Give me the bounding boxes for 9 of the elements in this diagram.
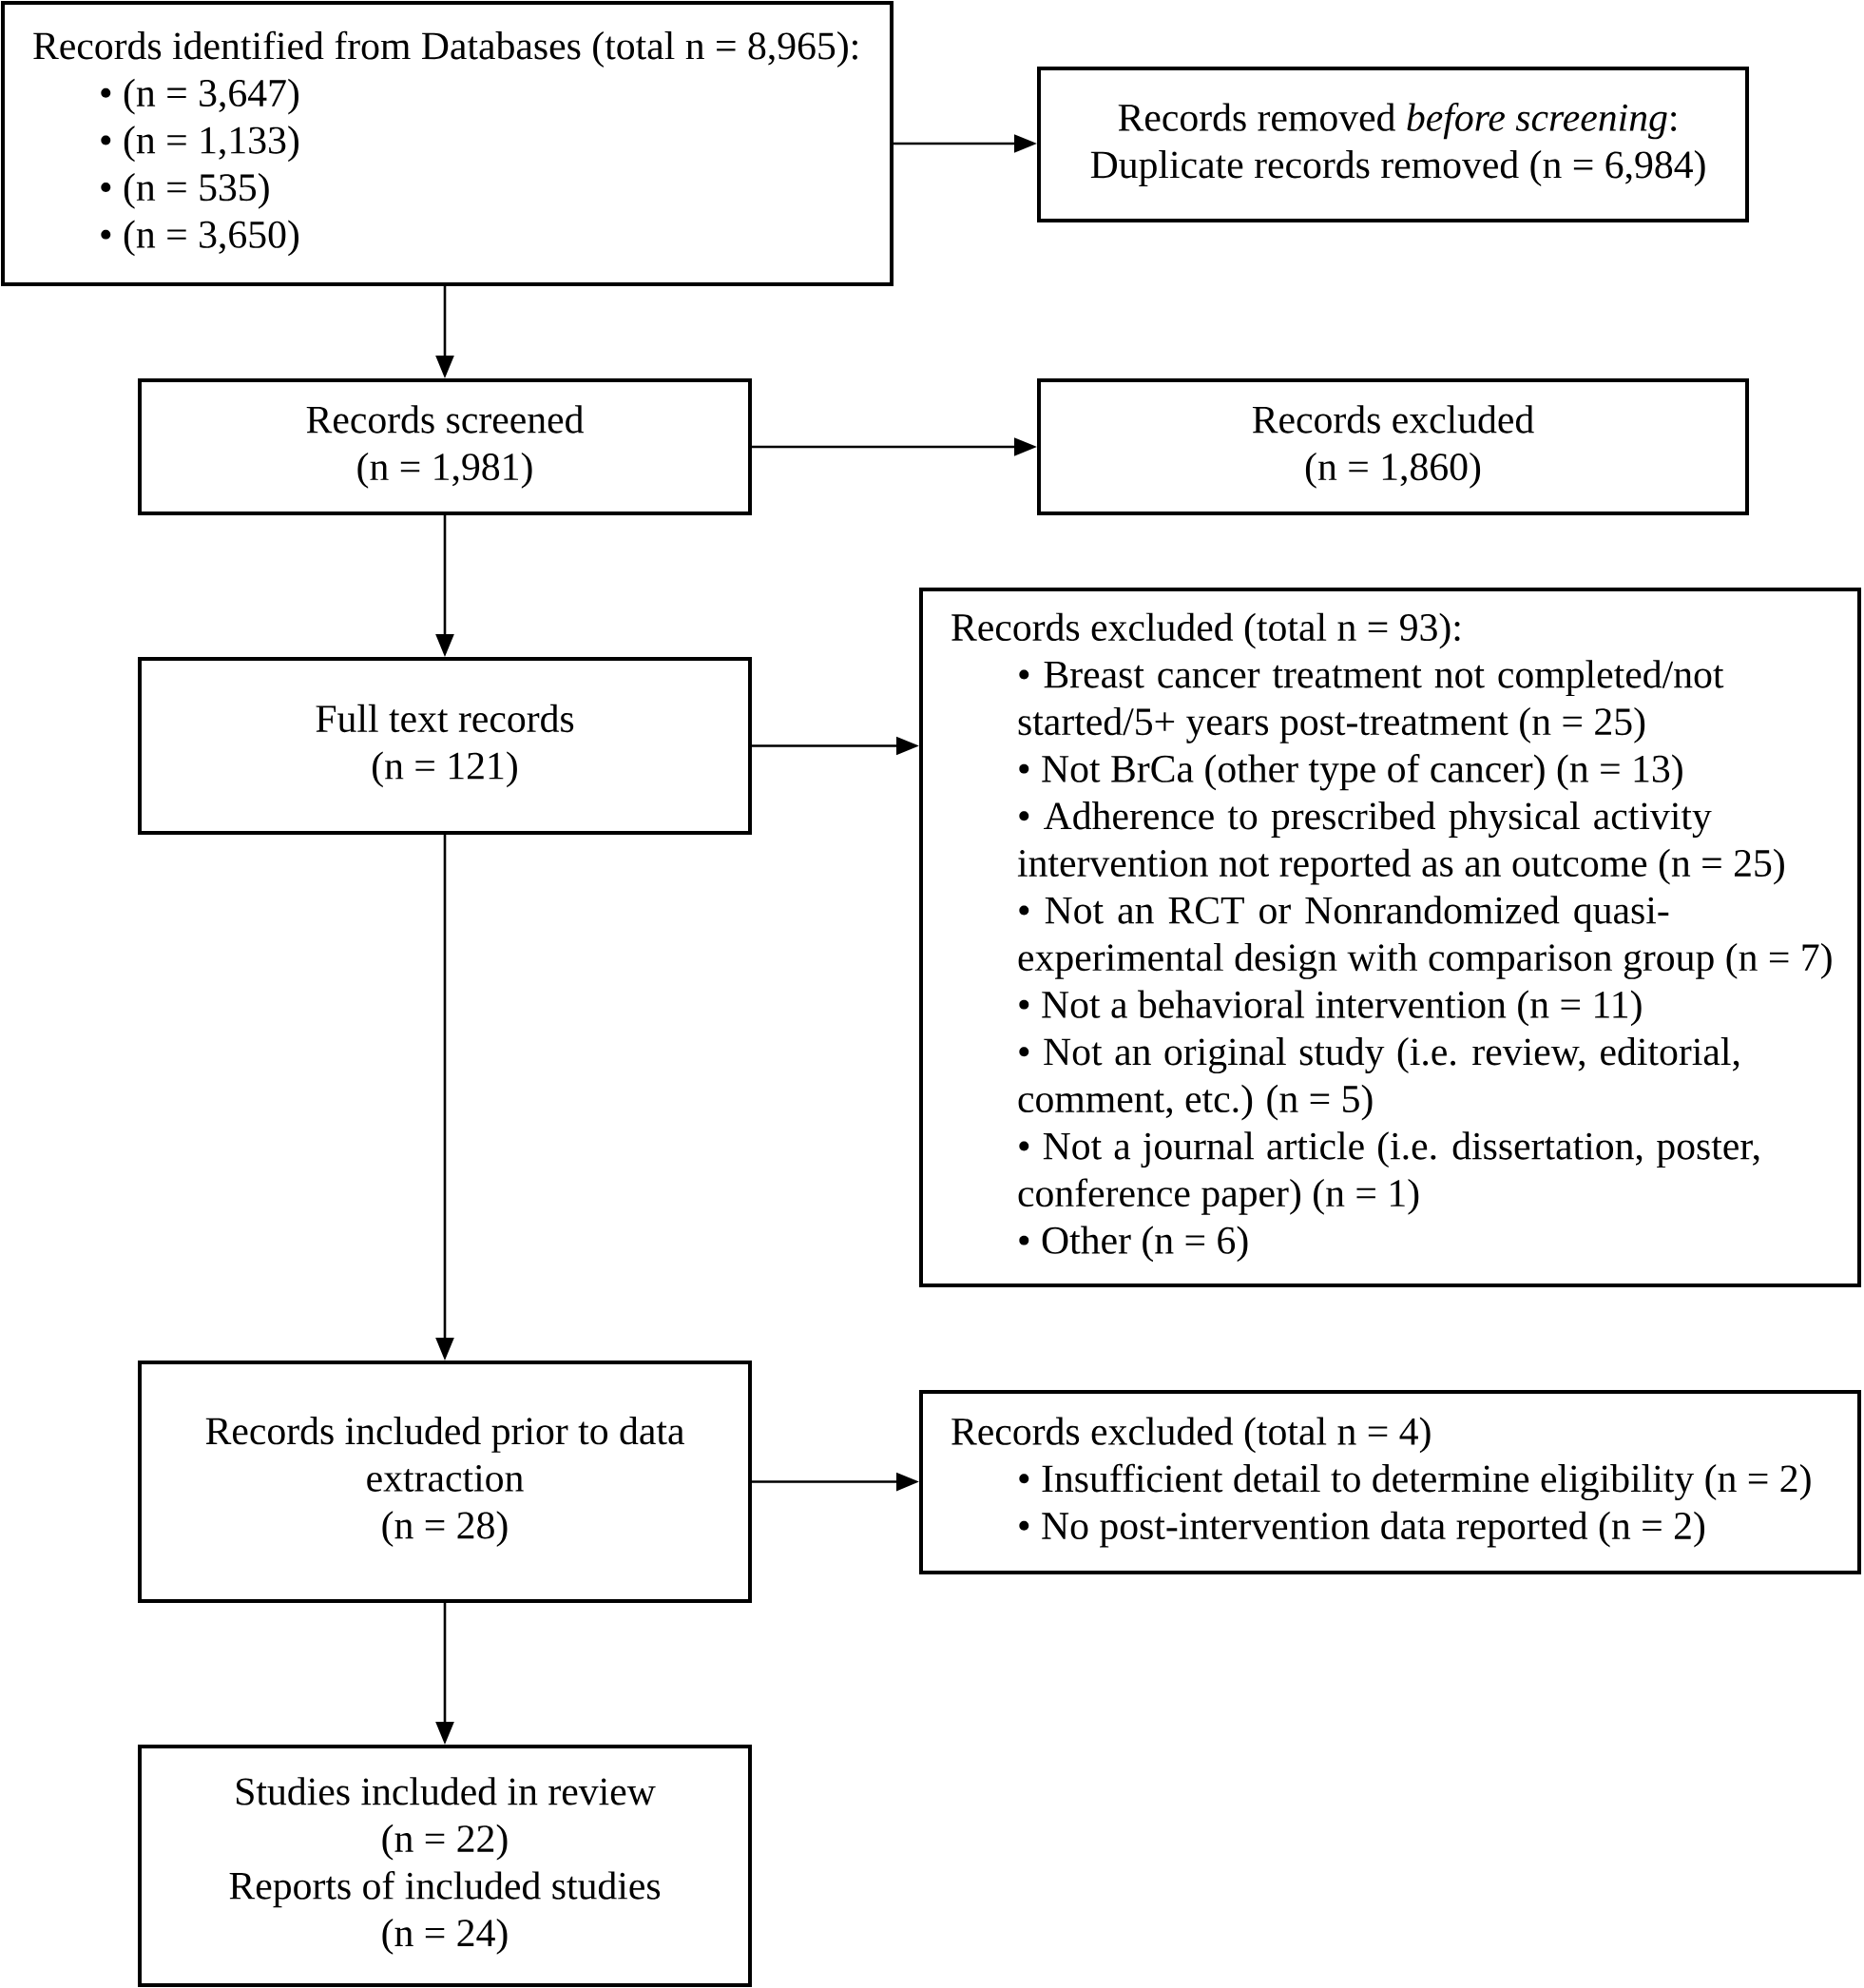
process-box: Records included prior to data extraction (n = 28) (138, 1361, 752, 1603)
process-box: Records identified from Databases (total n = 8,965): • (n = 3,647) • (n = 1,133) • (n = 535) • (n = 3,650) (1, 1, 894, 286)
process-box: Records excluded (total n = 93): • Breast cancer treatment not completed/not started/5+ years post-treatment (n = 25) • Not BrCa (other type of cancer) (n = 13) • Adherence to prescribed physical activity intervention not reported as an outcome (n = 25) • Not an RCT or Nonrandomized quasi-experimental design with comparison group (n = 7) • Not a behavioral intervention (n = 11) • Not an original study (i.e. review, editorial, comment, etc.) (n = 5) • Not a journal article (i.e. dissertation, poster, conference paper) (n = 1) • Other (n = 6) (919, 588, 1861, 1287)
process-box: Records screened (n = 1,981) (138, 378, 752, 515)
process-box: Records removed before screening: Duplicate records removed (n = 6,984) (1037, 67, 1749, 222)
process-box: Full text records (n = 121) (138, 657, 752, 835)
process-box: Records excluded (n = 1,860) (1037, 378, 1749, 515)
process-box: Studies included in review (n = 22) Reports of included studies (n = 24) (138, 1745, 752, 1987)
process-box: Records excluded (total n = 4) • Insufficient detail to determine eligibility (n = 2) • No post-intervention data reported (n = 2) (919, 1390, 1861, 1574)
